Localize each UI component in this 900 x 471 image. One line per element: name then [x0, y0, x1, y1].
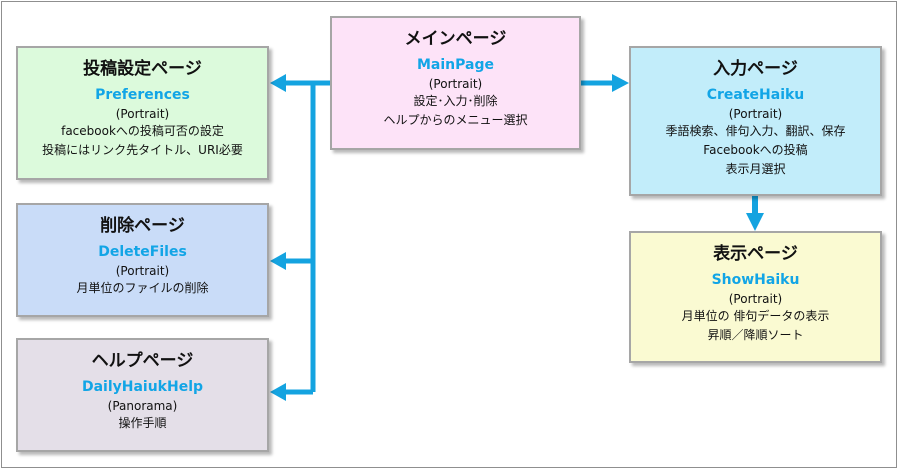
node-description-line: 月単位の 俳句データの表示 — [681, 309, 830, 323]
node-description-line: ヘルプからのメニュー選択 — [383, 113, 528, 127]
node-description-line: 昇順／降順ソート — [707, 328, 804, 342]
node-description-line: 操作手順 — [118, 416, 167, 430]
node-class-name: Preferences — [95, 87, 190, 103]
node-orientation: (Portrait) — [728, 292, 783, 306]
node-orientation: (Portrait) — [428, 77, 483, 91]
arrowhead-to-create — [612, 74, 629, 92]
node-description-line: 投稿にはリンク先タイトル、URI必要 — [42, 143, 243, 157]
node-description-line: Facebookへの投稿 — [703, 143, 808, 157]
node-title: 表示ページ — [713, 244, 798, 264]
node-main-page: メインページ MainPage (Portrait) 設定･入力･削除 ヘルプか… — [330, 16, 581, 150]
node-title: 入力ページ — [713, 59, 798, 79]
node-description-line: 季語検索、俳句入力、翻訳、保存 — [665, 124, 846, 138]
node-description-line: 月単位のファイルの削除 — [76, 281, 209, 295]
node-title: メインページ — [404, 29, 507, 49]
node-description-line: facebookへの投稿可否の設定 — [61, 124, 224, 138]
node-show-page: 表示ページ ShowHaiku (Portrait) 月単位の 俳句データの表示… — [629, 231, 882, 363]
arrowhead-to-delete — [270, 252, 286, 270]
arrowhead-to-help — [270, 383, 286, 401]
node-description-line: 設定･入力･削除 — [413, 94, 498, 108]
node-help-page: ヘルプページ DailyHaiukHelp (Panorama) 操作手順 — [16, 338, 269, 452]
node-class-name: DailyHaiukHelp — [81, 379, 204, 395]
node-class-name: DeleteFiles — [98, 244, 187, 260]
node-delete-page: 削除ページ DeleteFiles (Portrait) 月単位のファイルの削除 — [16, 203, 269, 317]
node-orientation: (Panorama) — [107, 399, 178, 413]
node-title: 削除ページ — [100, 216, 185, 236]
node-title: ヘルプページ — [91, 351, 194, 371]
node-description-line: 表示月選択 — [725, 162, 786, 176]
node-class-name: ShowHaiku — [711, 272, 800, 288]
arrowhead-to-preferences — [270, 74, 286, 92]
node-class-name: MainPage — [417, 57, 494, 73]
node-preferences-page: 投稿設定ページ Preferences (Portrait) facebookへ… — [16, 46, 269, 180]
node-orientation: (Portrait) — [115, 264, 170, 278]
node-create-page: 入力ページ CreateHaiku (Portrait) 季語検索、俳句入力、翻… — [629, 46, 882, 196]
node-class-name: CreateHaiku — [706, 87, 805, 103]
arrowhead-to-show — [746, 213, 764, 231]
node-title: 投稿設定ページ — [83, 59, 202, 79]
node-orientation: (Portrait) — [728, 107, 783, 121]
node-orientation: (Portrait) — [115, 107, 170, 121]
